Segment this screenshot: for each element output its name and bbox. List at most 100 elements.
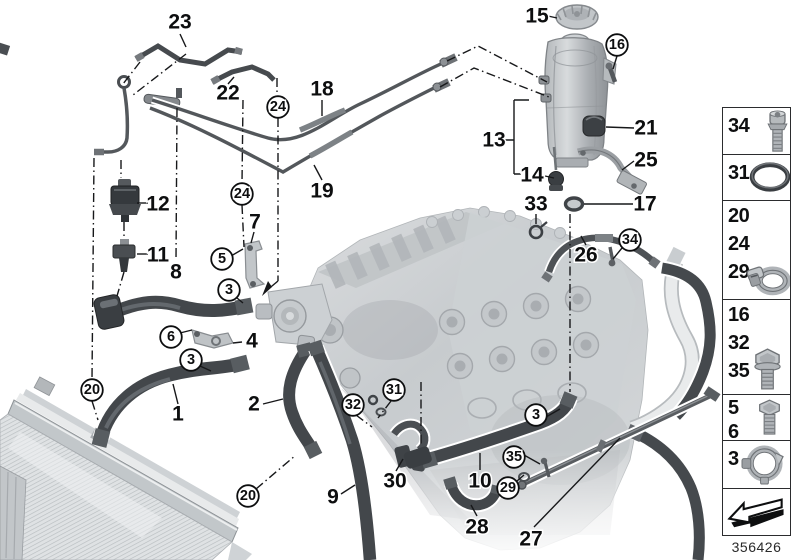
svg-text:34: 34 <box>622 232 638 248</box>
svg-text:3: 3 <box>532 407 540 423</box>
callout-circled-32[interactable]: 32 <box>341 393 365 417</box>
expansion-tank-illustration <box>538 4 618 168</box>
hose-9 <box>307 339 379 560</box>
callout-15[interactable]: 15 <box>524 3 551 29</box>
part-11-sensor <box>112 239 136 272</box>
part-4-bracket <box>191 329 234 349</box>
legend-box-34: 34 <box>723 108 790 155</box>
hex-bolt-icon <box>757 398 782 438</box>
svg-text:20: 20 <box>84 382 100 398</box>
socket-head-bolt-icon <box>765 110 790 153</box>
hoses-illustration <box>91 293 721 560</box>
svg-text:16: 16 <box>609 37 625 53</box>
part-17-grommet <box>563 196 585 212</box>
pipe-26 <box>541 232 661 283</box>
legend-number-29[interactable]: 29 <box>728 261 750 283</box>
svg-text:5: 5 <box>218 251 226 267</box>
callout-circled-6[interactable]: 6 <box>159 325 183 349</box>
part-7-bracket <box>244 240 266 289</box>
callout-circled-29[interactable]: 29 <box>496 476 520 500</box>
callout-10[interactable]: 10 <box>467 468 493 494</box>
legend-number-31[interactable]: 31 <box>728 162 750 184</box>
hose-28 <box>443 476 504 513</box>
callout-circled-16[interactable]: 16 <box>605 33 629 57</box>
tank-cap <box>555 4 599 30</box>
callout-17[interactable]: 17 <box>632 191 658 217</box>
callout-circled-3[interactable]: 3 <box>524 403 548 427</box>
callout-25[interactable]: 25 <box>633 147 660 173</box>
legend-number-5[interactable]: 5 <box>728 397 739 419</box>
callout-2[interactable]: 2 <box>247 391 262 417</box>
callout-26[interactable]: 26 <box>573 242 599 268</box>
legend-number-35[interactable]: 35 <box>728 360 750 382</box>
callout-21[interactable]: 21 <box>633 115 660 141</box>
callout-circled-34[interactable]: 34 <box>618 228 642 252</box>
callout-circled-24[interactable]: 24 <box>230 182 254 206</box>
callout-circled-3[interactable]: 3 <box>179 348 203 372</box>
callout-7[interactable]: 7 <box>248 209 263 235</box>
hose-2 <box>281 342 323 460</box>
svg-text:3: 3 <box>225 282 233 298</box>
callout-11[interactable]: 11 <box>145 242 171 268</box>
callout-23[interactable]: 23 <box>167 9 193 35</box>
legend-box-20-24-29: 20 24 29 <box>723 201 790 300</box>
o-ring-icon <box>748 161 792 193</box>
vent-pipes-illustration <box>0 40 458 177</box>
legend-number-32[interactable]: 32 <box>728 332 750 354</box>
callout-circled-20[interactable]: 20 <box>80 378 104 402</box>
callout-12[interactable]: 12 <box>145 191 171 217</box>
callout-28[interactable]: 28 <box>464 514 491 540</box>
legend-number-6[interactable]: 6 <box>728 421 739 443</box>
callout-27[interactable]: 27 <box>518 526 544 552</box>
callout-circled-5[interactable]: 5 <box>210 247 234 271</box>
legend-box-31: 31 <box>723 155 790 201</box>
callout-22[interactable]: 22 <box>215 80 241 106</box>
legend-box-16-32-35: 16 32 35 <box>723 300 790 395</box>
left-small-parts <box>109 179 266 349</box>
svg-text:29: 29 <box>500 480 516 496</box>
callout-18[interactable]: 18 <box>309 76 336 102</box>
legend-number-20[interactable]: 20 <box>728 205 750 227</box>
profile-clamp-icon <box>740 443 787 486</box>
callout-1[interactable]: 1 <box>171 401 186 427</box>
svg-text:32: 32 <box>345 397 361 413</box>
part-21-buffer <box>582 115 606 137</box>
callout-33[interactable]: 33 <box>523 191 549 217</box>
callout-19[interactable]: 19 <box>309 178 335 204</box>
callout-9[interactable]: 9 <box>326 484 341 510</box>
part-14-valve <box>548 146 564 191</box>
diagram-number: 356426 <box>731 539 782 555</box>
callout-circled-31[interactable]: 31 <box>382 378 406 402</box>
callout-circled-20[interactable]: 20 <box>236 484 260 508</box>
hose-clamp-icon <box>746 260 790 296</box>
svg-text:6: 6 <box>167 329 175 345</box>
svg-text:3: 3 <box>187 352 195 368</box>
legend-number-34[interactable]: 34 <box>728 115 750 137</box>
svg-text:24: 24 <box>234 186 250 202</box>
svg-text:24: 24 <box>270 99 286 115</box>
callout-14[interactable]: 14 <box>519 162 546 188</box>
callout-13[interactable]: 13 <box>481 127 507 153</box>
tank-small-parts <box>528 115 661 283</box>
part-25-bracket <box>576 146 647 195</box>
legend-number-3[interactable]: 3 <box>728 448 739 470</box>
callout-30[interactable]: 30 <box>382 468 408 494</box>
callout-8[interactable]: 8 <box>169 259 184 285</box>
hose-1 <box>91 354 250 448</box>
legend-number-24[interactable]: 24 <box>728 233 750 255</box>
leader-lines <box>91 15 635 528</box>
hose-8 <box>93 293 254 330</box>
hex-flange-bolt-icon <box>752 347 783 392</box>
svg-text:35: 35 <box>506 449 522 465</box>
callout-circled-3[interactable]: 3 <box>217 278 241 302</box>
legend-number-16[interactable]: 16 <box>728 304 750 326</box>
callout-circled-24[interactable]: 24 <box>266 95 290 119</box>
callout-4[interactable]: 4 <box>245 328 260 354</box>
callout-circled-35[interactable]: 35 <box>502 445 526 469</box>
svg-text:20: 20 <box>240 488 256 504</box>
